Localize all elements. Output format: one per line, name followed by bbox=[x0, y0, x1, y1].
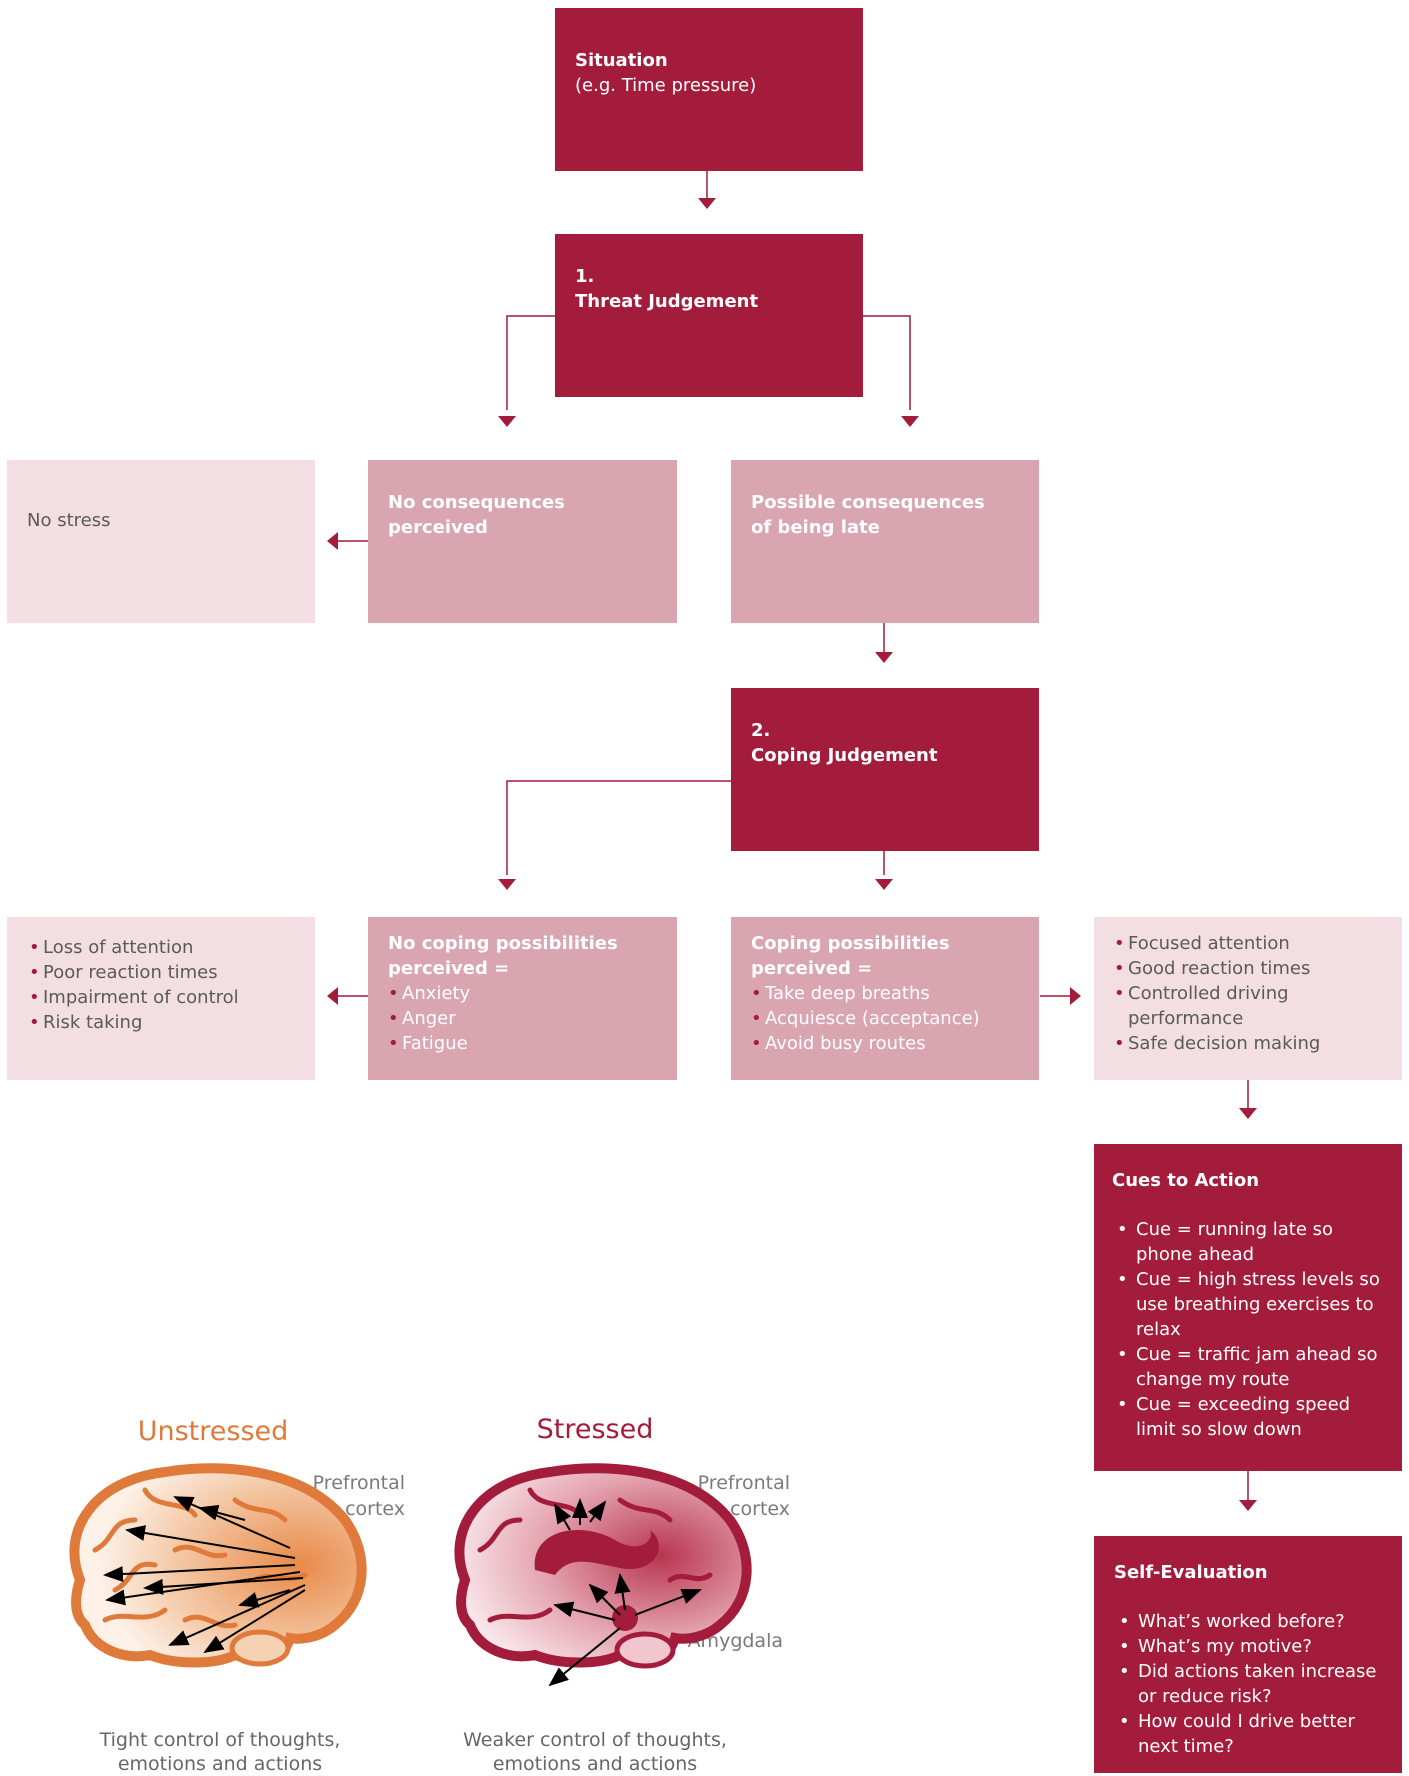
no-coping-list: Anxiety Anger Fatigue bbox=[388, 981, 657, 1056]
good-effects-box: Focused attention Good reaction times Co… bbox=[1094, 917, 1402, 1080]
list-item: Cue = traffic jam ahead so change my rou… bbox=[1112, 1342, 1382, 1392]
situation-title: Situation bbox=[575, 50, 668, 71]
list-item: Avoid busy routes bbox=[751, 1031, 1019, 1056]
threat-number: 1. bbox=[575, 266, 595, 287]
list-item: Acquiesce (acceptance) bbox=[751, 1006, 1019, 1031]
coping-possible-box: Coping possibilities perceived = Take de… bbox=[731, 917, 1039, 1080]
cues-title: Cues to Action bbox=[1112, 1170, 1260, 1191]
no-consequences-line1: No consequences bbox=[388, 492, 565, 513]
list-item: Focused attention bbox=[1114, 931, 1382, 956]
no-consequences-line2: perceived bbox=[388, 517, 488, 538]
coping-title: Coping Judgement bbox=[751, 745, 938, 766]
no-coping-box: No coping possibilities perceived = Anxi… bbox=[368, 917, 677, 1080]
threat-title: Threat Judgement bbox=[575, 291, 759, 312]
no-stress-text: No stress bbox=[27, 510, 111, 531]
no-stress-box: No stress bbox=[7, 460, 315, 623]
list-item: Did actions taken increase or reduce ris… bbox=[1114, 1659, 1382, 1709]
unstressed-brain-illustration bbox=[69, 1463, 367, 1668]
unstressed-caption: Tight control of thoughts, emotions and … bbox=[99, 1729, 341, 1775]
list-item: Loss of attention bbox=[29, 935, 295, 960]
coping-possible-line1: Coping possibilities bbox=[751, 933, 950, 954]
self-eval-list: What’s worked before? What’s my motive? … bbox=[1114, 1609, 1382, 1759]
list-item: Cue = high stress levels so use breathin… bbox=[1112, 1267, 1382, 1342]
unstressed-prefrontal-label: Prefrontal cortex bbox=[312, 1472, 405, 1520]
good-effects-list: Focused attention Good reaction times Co… bbox=[1114, 931, 1382, 1056]
situation-subtitle: (e.g. Time pressure) bbox=[575, 75, 757, 96]
situation-box: Situation (e.g. Time pressure) bbox=[555, 8, 863, 171]
possible-consequences-line2: of being late bbox=[751, 517, 880, 538]
coping-judgement-box: 2. Coping Judgement bbox=[731, 688, 1039, 851]
coping-possible-line2: perceived = bbox=[751, 958, 873, 979]
stressed-title: Stressed bbox=[536, 1414, 654, 1445]
stressed-brain-illustration bbox=[454, 1463, 752, 1687]
threat-judgement-box: 1. Threat Judgement bbox=[555, 234, 863, 397]
stress-effects-list: Loss of attention Poor reaction times Im… bbox=[29, 935, 295, 1035]
list-item: What’s worked before? bbox=[1114, 1609, 1382, 1634]
list-item: Fatigue bbox=[388, 1031, 657, 1056]
possible-consequences-line1: Possible consequences bbox=[751, 492, 985, 513]
stressed-prefrontal-label: Prefrontal cortex bbox=[697, 1472, 790, 1520]
no-coping-line1: No coping possibilities bbox=[388, 933, 618, 954]
list-item: Good reaction times bbox=[1114, 956, 1382, 981]
coping-possible-list: Take deep breaths Acquiesce (acceptance)… bbox=[751, 981, 1019, 1056]
list-item: Anxiety bbox=[388, 981, 657, 1006]
stress-effects-box: Loss of attention Poor reaction times Im… bbox=[7, 917, 315, 1080]
self-eval-title: Self-Evaluation bbox=[1114, 1562, 1268, 1583]
list-item: Cue = running late so phone ahead bbox=[1112, 1217, 1382, 1267]
unstressed-title: Unstressed bbox=[137, 1416, 289, 1447]
list-item: Anger bbox=[388, 1006, 657, 1031]
self-evaluation-box: Self-Evaluation What’s worked before? Wh… bbox=[1094, 1536, 1402, 1773]
no-consequences-box: No consequences perceived bbox=[368, 460, 677, 623]
possible-consequences-box: Possible consequences of being late bbox=[731, 460, 1039, 623]
list-item: Take deep breaths bbox=[751, 981, 1019, 1006]
list-item: How could I drive better next time? bbox=[1114, 1709, 1382, 1759]
coping-number: 2. bbox=[751, 720, 771, 741]
list-item: What’s my motive? bbox=[1114, 1634, 1382, 1659]
list-item: Cue = exceeding speed limit so slow down bbox=[1112, 1392, 1382, 1442]
list-item: Risk taking bbox=[29, 1010, 295, 1035]
stressed-caption: Weaker control of thoughts, emotions and… bbox=[463, 1729, 727, 1775]
no-coping-line2: perceived = bbox=[388, 958, 510, 979]
cues-to-action-box: Cues to Action Cue = running late so pho… bbox=[1094, 1144, 1402, 1471]
list-item: Controlled driving performance bbox=[1114, 981, 1382, 1031]
list-item: Poor reaction times bbox=[29, 960, 295, 985]
cues-list: Cue = running late so phone ahead Cue = … bbox=[1112, 1217, 1382, 1442]
list-item: Safe decision making bbox=[1114, 1031, 1382, 1056]
list-item: Impairment of control bbox=[29, 985, 295, 1010]
